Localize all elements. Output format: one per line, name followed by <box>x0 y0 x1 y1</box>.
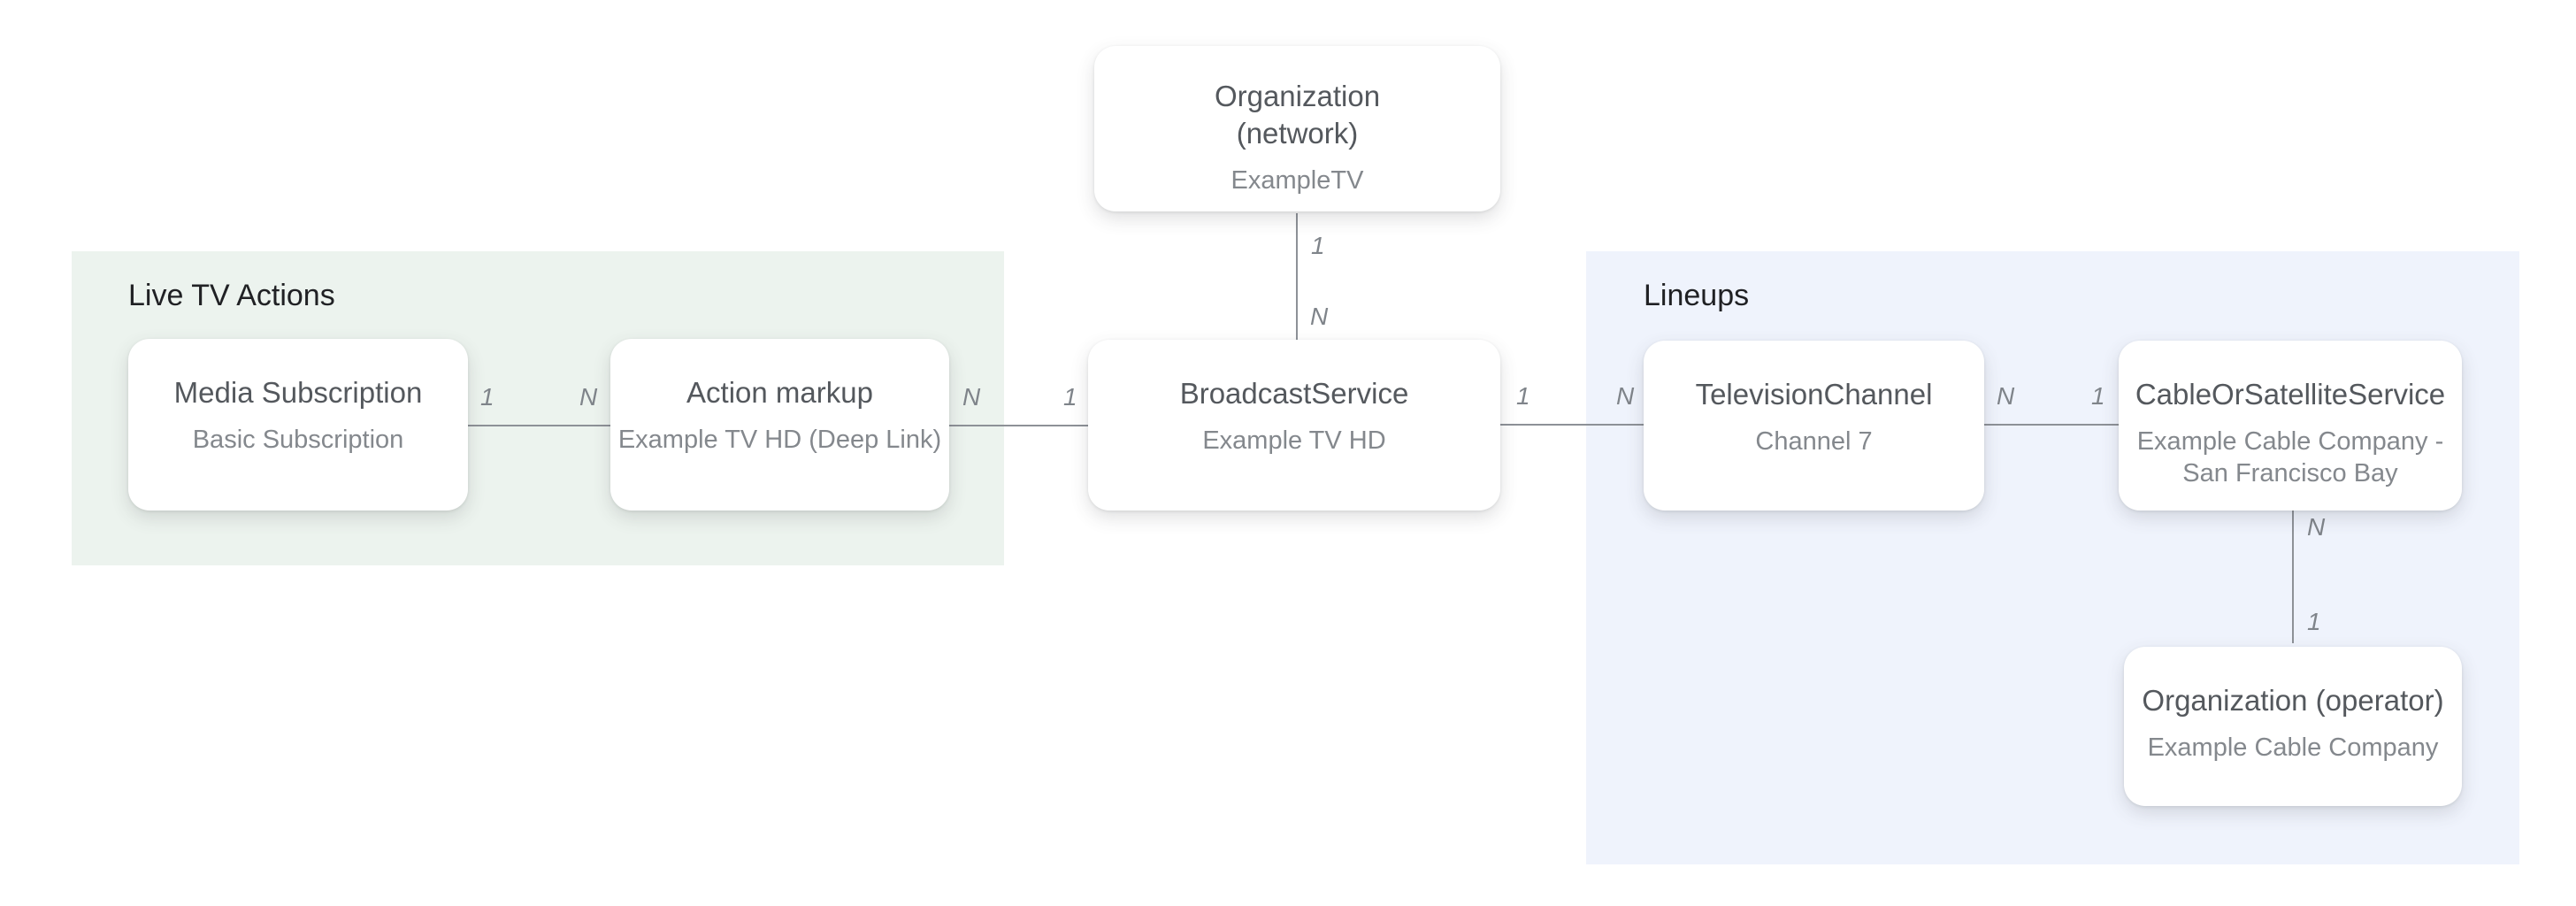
node-subtitle: Example Cable Company <box>2147 733 2439 762</box>
node-title: Organization (operator) <box>2142 684 2444 717</box>
node-title: CableOrSatelliteService <box>2135 378 2446 411</box>
node-card-television-channel: TelevisionChannel Channel 7 <box>1644 341 1984 511</box>
node-title: BroadcastService <box>1179 377 1409 410</box>
cardinality-label: 1 <box>480 383 494 411</box>
cardinality-label: 1 <box>1063 383 1077 411</box>
node-title: Media Subscription <box>173 376 423 409</box>
connector-network-to-broadcast <box>1296 213 1298 340</box>
node-subtitle: Channel 7 <box>1755 427 1873 456</box>
node-card-media-subscription: Media Subscription Basic Subscription <box>128 339 468 511</box>
cardinality-label: 1 <box>2091 382 2105 410</box>
node-card-broadcast-service: BroadcastService Example TV HD <box>1088 340 1500 511</box>
cardinality-label: N <box>1997 382 2015 410</box>
cardinality-label: N <box>2307 513 2326 541</box>
cardinality-label: 1 <box>2307 608 2321 635</box>
lineups-region-title: Lineups <box>1644 279 1750 312</box>
cardinality-label: N <box>1616 382 1635 410</box>
node-title: Organization (network) <box>1214 80 1381 150</box>
connector-cable-to-operator <box>2292 511 2294 643</box>
node-card-cable-or-satellite-service: CableOrSatelliteService Example Cable Co… <box>2119 341 2462 511</box>
connector-actionmarkup-to-broadcast <box>949 425 1088 426</box>
cardinality-label: 1 <box>1311 232 1325 259</box>
connector-televisionchannel-to-cable <box>1984 424 2119 426</box>
node-subtitle: ExampleTV <box>1230 166 1364 195</box>
cardinality-label: N <box>962 383 981 411</box>
node-subtitle: Basic Subscription <box>192 426 404 454</box>
node-card-organization-network: Organization (network) ExampleTV <box>1094 46 1500 211</box>
cardinality-label: N <box>579 383 598 411</box>
connector-mediasubscription-to-actionmarkup <box>468 425 610 426</box>
live-tv-actions-region-title: Live TV Actions <box>128 279 335 312</box>
connector-broadcast-to-televisionchannel <box>1500 424 1644 426</box>
node-subtitle: Example TV HD (Deep Link) <box>617 426 942 454</box>
cardinality-label: N <box>1310 303 1329 330</box>
node-title: TelevisionChannel <box>1695 378 1933 411</box>
node-subtitle: Example Cable Company - San Francisco Ba… <box>2136 427 2444 488</box>
node-subtitle: Example TV HD <box>1202 426 1386 455</box>
cardinality-label: 1 <box>1516 382 1530 410</box>
node-card-action-markup: Action markup Example TV HD (Deep Link) <box>610 339 949 511</box>
node-title: Action markup <box>686 376 873 409</box>
node-card-organization-operator: Organization (operator) Example Cable Co… <box>2124 647 2462 806</box>
